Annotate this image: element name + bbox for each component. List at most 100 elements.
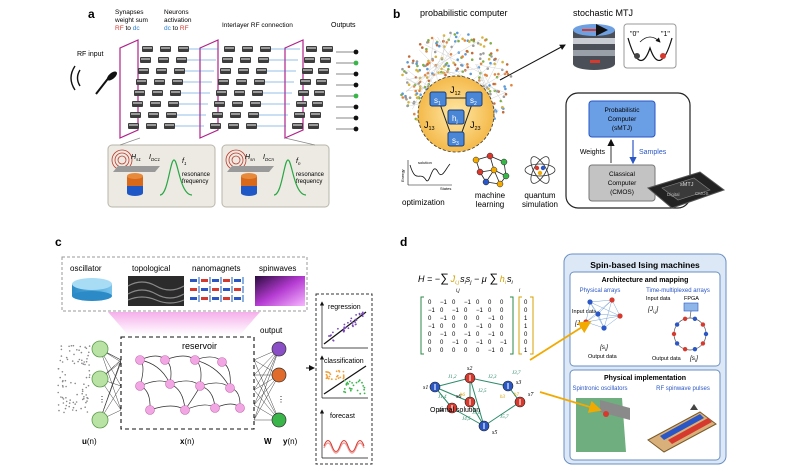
weight-sum-label: weight sum <box>114 17 148 24</box>
input-point <box>88 345 91 347</box>
svg-text:Digital: Digital <box>667 192 680 197</box>
bias-vector-cell: 1 <box>524 348 528 354</box>
network-dot <box>407 101 410 104</box>
svg-text:solution: solution <box>418 160 432 165</box>
input-point <box>64 379 67 382</box>
input-point <box>65 404 68 407</box>
nanomagnet <box>212 297 219 300</box>
svg-text:Physical arrays: Physical arrays <box>580 288 621 294</box>
input-point <box>65 397 67 399</box>
network-dot <box>496 90 499 93</box>
output-node <box>353 104 359 110</box>
network-dot <box>468 40 471 43</box>
ring-node <box>700 322 706 327</box>
optimization-landscape-icon: solution Energy States <box>400 160 452 191</box>
input-point <box>73 353 75 356</box>
synapses-label: Synapses <box>115 9 144 16</box>
spinwave-device-image <box>647 404 717 453</box>
svg-text:i: i <box>519 288 521 294</box>
svg-text:hj: hj <box>452 114 458 125</box>
network-dot <box>415 62 418 65</box>
class-b-point <box>346 381 349 384</box>
network-dot <box>481 36 484 39</box>
input-point <box>63 411 65 414</box>
network-dot <box>426 63 429 66</box>
matrix-cell: −1 <box>440 300 448 306</box>
regression-point <box>361 312 363 315</box>
network-dot <box>418 89 421 93</box>
network-dot <box>503 85 506 88</box>
class-b-point <box>363 386 366 389</box>
neural-network-icon <box>472 152 510 188</box>
network-dot <box>452 61 455 65</box>
input-point <box>88 364 90 366</box>
network-dot <box>487 57 491 61</box>
network-dot <box>430 36 434 40</box>
edge-label: J4,5 <box>462 417 471 422</box>
matrix-cell: 0 <box>452 316 456 322</box>
network-dot <box>440 57 444 60</box>
matrix-cell: 0 <box>500 332 504 338</box>
network-dot <box>506 72 510 76</box>
matrix-cell: 0 <box>452 348 456 354</box>
input-point <box>76 393 78 396</box>
input-point <box>65 356 68 359</box>
network-dot <box>478 57 482 60</box>
input-point <box>73 362 76 365</box>
matrix-cell: 0 <box>500 324 504 330</box>
input-point <box>71 360 74 362</box>
network-dot <box>437 71 440 74</box>
reservoir-node <box>180 405 190 415</box>
regression-point <box>352 325 354 328</box>
svg-text:RF spinwave pulses: RF spinwave pulses <box>656 386 710 392</box>
network-dot <box>467 33 470 36</box>
class-b-point <box>349 388 352 390</box>
network-dot <box>487 87 490 91</box>
regression-point <box>332 331 334 334</box>
spinwave-image <box>255 276 305 306</box>
panel-label-b: b <box>393 7 400 21</box>
network-dot <box>479 43 483 46</box>
network-dot <box>472 44 475 47</box>
ring-node <box>703 331 709 337</box>
nn-node <box>496 180 504 188</box>
svg-text:frequency: frequency <box>182 179 208 185</box>
network-dot <box>403 70 406 73</box>
class-a-point <box>337 377 340 380</box>
svg-text:Physical implementation: Physical implementation <box>604 375 686 382</box>
input-point <box>88 369 91 372</box>
svg-text:(CMOS): (CMOS) <box>610 189 634 196</box>
forecast-plot <box>319 409 368 459</box>
class-b-point <box>343 388 346 390</box>
nn-node <box>472 156 480 164</box>
regression-point <box>350 317 353 320</box>
matrix-cell: −1 <box>440 332 448 338</box>
matrix-cell: −1 <box>440 316 448 322</box>
network-dot <box>479 53 483 56</box>
svg-text:i,j: i,j <box>456 288 461 294</box>
matrix-cell: −1 <box>464 332 472 338</box>
network-dot <box>423 85 427 89</box>
input-point <box>66 358 69 361</box>
matrix-cell: 0 <box>428 300 432 306</box>
reservoir-node <box>235 403 245 413</box>
svg-text:States: States <box>440 186 451 191</box>
network-dot <box>416 69 420 73</box>
output-node <box>271 341 287 357</box>
reservoir-node <box>190 355 200 365</box>
matrix-cell: −1 <box>476 324 484 330</box>
matrix-cell: 0 <box>452 332 456 338</box>
class-a-point <box>339 376 342 379</box>
class-b-point <box>357 380 360 383</box>
edge-label: J2,3 <box>488 375 497 380</box>
ring-node <box>674 322 680 327</box>
network-dot <box>496 48 499 52</box>
network-dot <box>461 64 464 67</box>
svg-text:x(n): x(n) <box>180 437 195 446</box>
svg-text:Input data: Input data <box>572 309 597 315</box>
input-point <box>57 368 60 370</box>
network-dot <box>406 104 409 108</box>
svg-text:J12: J12 <box>450 85 461 97</box>
matrix-cell: −1 <box>488 316 496 322</box>
